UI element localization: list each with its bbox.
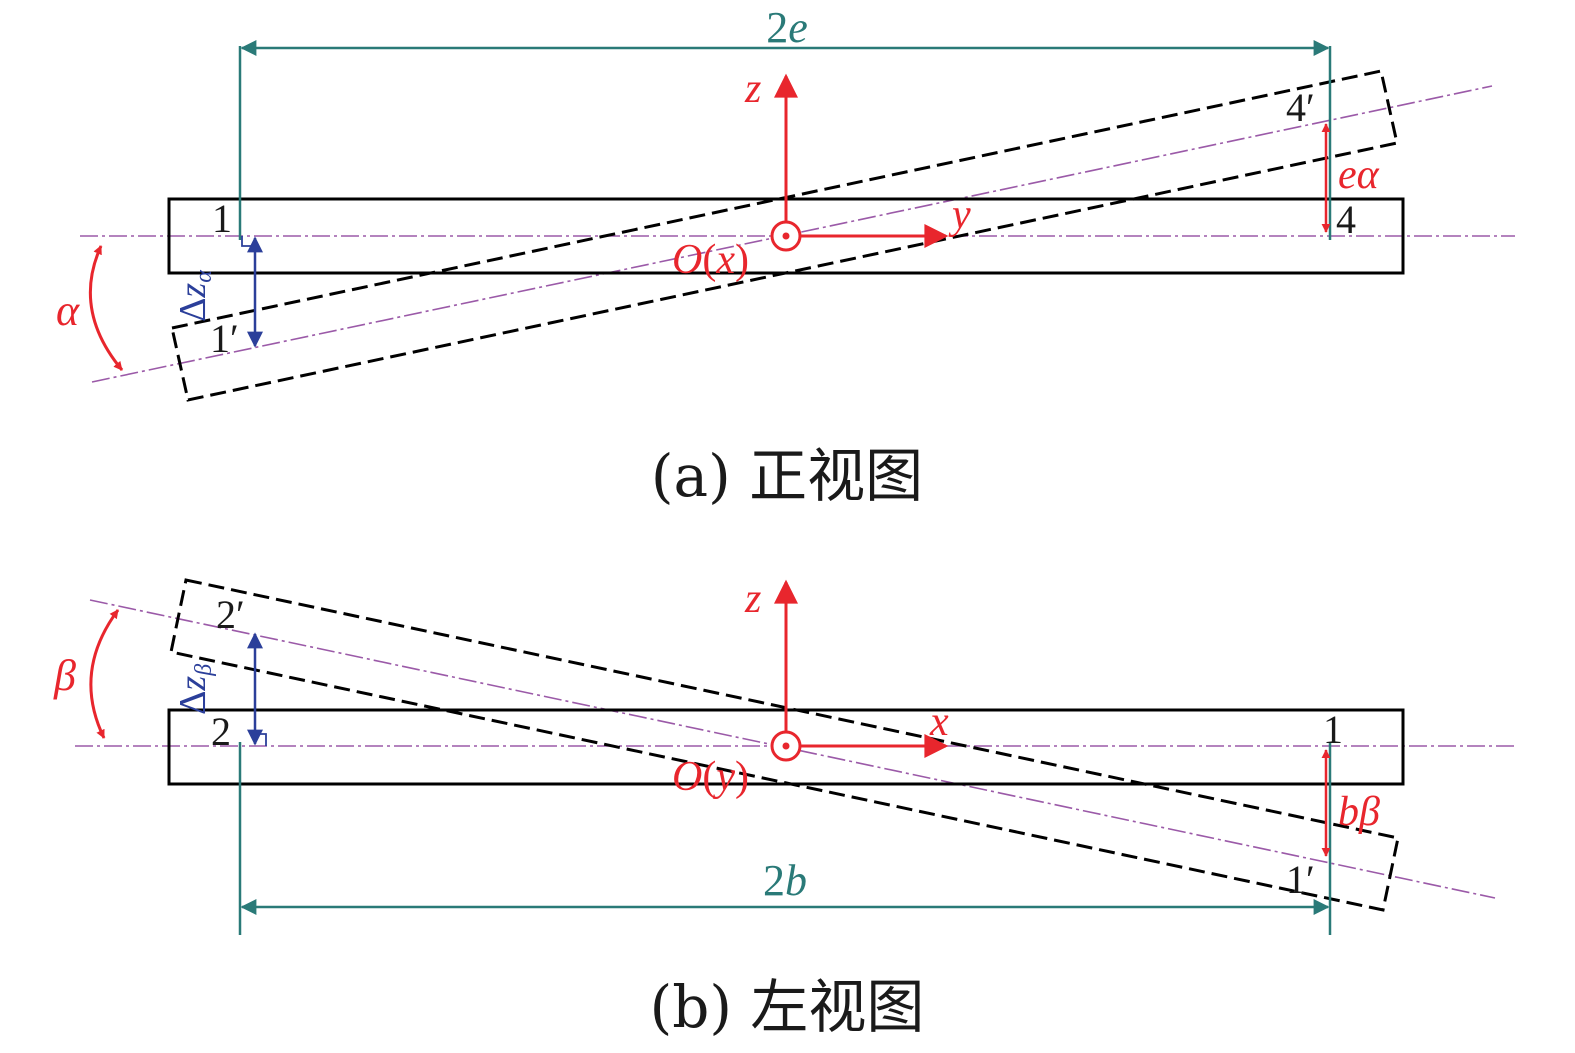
- x-axis-label: x: [929, 699, 949, 745]
- rotated-plate: [169, 578, 1400, 912]
- origin-label: O(x): [672, 237, 749, 283]
- svg-text:Δzβ: Δzβ: [172, 664, 217, 715]
- figure-b: 2b z x O(y) 2 2′ 1 1′ Δzβ bβ β (b) 左视图: [53, 576, 1515, 1041]
- angle-arc: [88, 245, 124, 371]
- point-label-2-moved: 2′: [216, 592, 245, 637]
- origin-dot: [782, 232, 790, 240]
- offset-label: eα: [1338, 152, 1380, 198]
- svg-text:Δzα: Δzα: [172, 270, 217, 322]
- point-label-2: 2: [211, 709, 231, 754]
- z-axis-label: z: [744, 576, 761, 622]
- z-axis-label: z: [744, 66, 761, 112]
- offset-label: bβ: [1338, 789, 1380, 835]
- right-angle-mark: [256, 733, 267, 746]
- caption-b: (b) 左视图: [650, 973, 925, 1041]
- angle-label: α: [56, 286, 80, 335]
- origin-label: O(y): [672, 754, 749, 800]
- point-label-4-moved: 4′: [1286, 85, 1315, 130]
- delta-z-label: Δzβ: [172, 664, 217, 715]
- y-axis-label: y: [948, 192, 971, 238]
- dimension-label-2e: 2e: [766, 3, 808, 52]
- right-angle-mark: [241, 236, 252, 247]
- dimension-label-2b: 2b: [763, 856, 807, 905]
- point-label-1-moved: 1′: [210, 316, 239, 361]
- angle-label: β: [53, 651, 76, 700]
- point-label-1: 1: [1323, 707, 1343, 752]
- origin-dot: [782, 742, 790, 750]
- point-label-1: 1: [212, 196, 232, 241]
- caption-a: (a) 正视图: [651, 442, 923, 510]
- angle-arc: [89, 609, 120, 739]
- tilted-centerline: [91, 85, 1493, 383]
- figure-a: 2e z y O(x) 1 1′ 4 4′ Δzα eα α (a) 正视图: [56, 3, 1515, 510]
- point-label-4: 4: [1336, 197, 1356, 242]
- delta-z-label: Δzα: [172, 270, 217, 322]
- point-label-1-moved: 1′: [1286, 857, 1315, 902]
